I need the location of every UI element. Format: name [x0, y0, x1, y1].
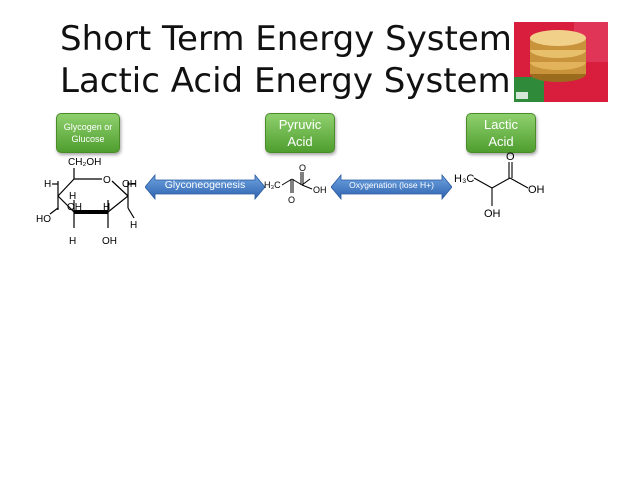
- glyconeogenesis-label: Glyconeogenesis: [164, 179, 246, 191]
- pyruvic-structure: H₃C O OH O: [264, 163, 327, 205]
- pyruvic-acid-label: Pyruvic Acid: [278, 117, 322, 149]
- lactic-structure: H₃C O OH OH: [454, 151, 545, 220]
- lactic-acid-label: Lactic Acid: [484, 117, 518, 149]
- glucose-ch2oh: CH₂OH: [68, 157, 101, 168]
- pyruvic-acid-box: Pyruvic Acid: [265, 113, 335, 153]
- glucose-h-left: H: [44, 179, 51, 190]
- glucose-oh-bottom: OH: [102, 236, 117, 247]
- slide-title: Short Term Energy System Lactic Acid Ene…: [60, 18, 512, 102]
- glucose-h-mid: H: [103, 202, 110, 213]
- lactic-oh-right: OH: [528, 184, 545, 196]
- glycogen-glucose-box: Glycogen or Glucose: [56, 113, 120, 153]
- glucose-oh-right: OH: [122, 179, 137, 190]
- oxygenation-arrow: [331, 174, 452, 200]
- pyruvic-oh: OH: [313, 185, 327, 195]
- glucose-h-inner: H: [69, 191, 76, 202]
- lactic-oh-bottom: OH: [484, 208, 501, 220]
- glyconeogenesis-arrow: [145, 174, 265, 200]
- pyruvic-h3c: H₃C: [264, 180, 281, 190]
- pyruvic-o-top: O: [299, 163, 306, 173]
- glucose-ring-o: O: [103, 175, 111, 186]
- lactic-o-top: O: [506, 151, 515, 163]
- pyruvic-o-bottom: O: [288, 195, 295, 205]
- glycogen-glucose-label: Glycogen or Glucose: [63, 122, 113, 144]
- glucose-h-right-low: H: [130, 220, 137, 231]
- title-line-2: Lactic Acid Energy System: [60, 61, 511, 101]
- glucose-oh-inner: OH: [67, 202, 82, 213]
- glucose-structure: CH₂OH O H OH H OH H HO H H OH: [36, 157, 137, 247]
- lactic-acid-box: Lactic Acid: [466, 113, 536, 153]
- title-line-1: Short Term Energy System: [60, 19, 512, 59]
- coin-stack-thumbnail: [514, 22, 608, 102]
- oxygenation-label: Oxygenation (lose H+): [349, 180, 434, 190]
- lactic-h3c: H₃C: [454, 173, 474, 185]
- glucose-ho: HO: [36, 214, 51, 225]
- glucose-h-bottom: H: [69, 236, 76, 247]
